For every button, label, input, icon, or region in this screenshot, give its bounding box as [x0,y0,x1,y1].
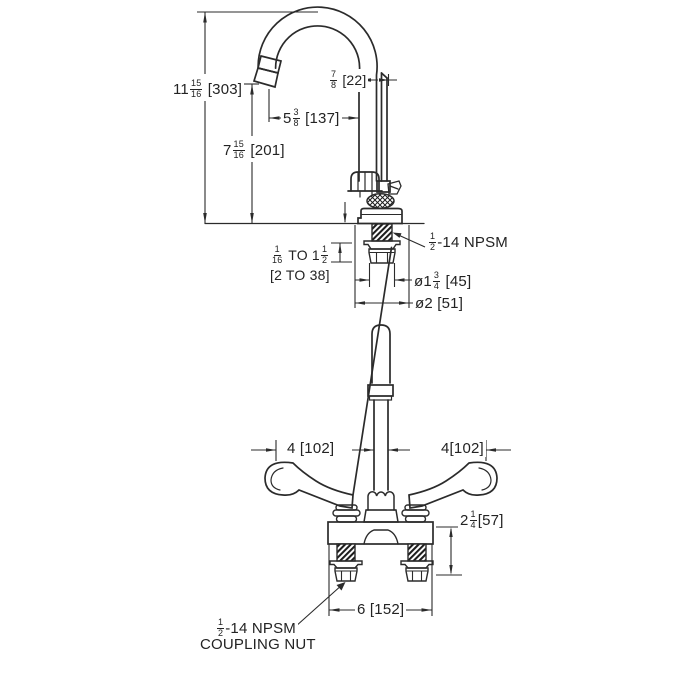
right-washer [400,560,434,569]
dim-spread-right: 4[102] [439,440,486,457]
shank-washer [363,240,401,250]
body-outlet-detail [387,180,402,195]
lower-dimension-lines [251,440,511,628]
spout-tube-front [367,324,394,491]
lower-view-front-elevation [264,246,498,582]
left-shank-threads [336,543,356,562]
right-coupling-nut [405,567,429,582]
gooseneck-spout [252,6,378,182]
mounting-deck [327,521,434,545]
dim-spread-left: 4 [102] [285,440,337,457]
right-wing-handle [408,461,498,509]
dim-deck-range-metric: [2 TO 38] [268,267,332,283]
shank-threads [371,223,393,242]
dim-flange-dia: ø2 [51] [413,295,466,312]
right-shank-threads [407,543,427,562]
left-coupling-nut [334,567,358,582]
left-washer [329,560,363,569]
left-wing-handle [264,246,393,509]
right-handle-bonnet [401,504,430,523]
label-coupling-nut: COUPLING NUT [198,636,318,653]
spout-base-collar [363,491,399,523]
handle-blade-side [376,72,391,193]
handle-wing-end-view [347,171,383,198]
swivel-nut-knurled [366,193,395,209]
upper-view-side-elevation [204,6,425,264]
faucet-body-flange [357,207,403,225]
dim-nut-span: 6 [152] [355,601,407,618]
